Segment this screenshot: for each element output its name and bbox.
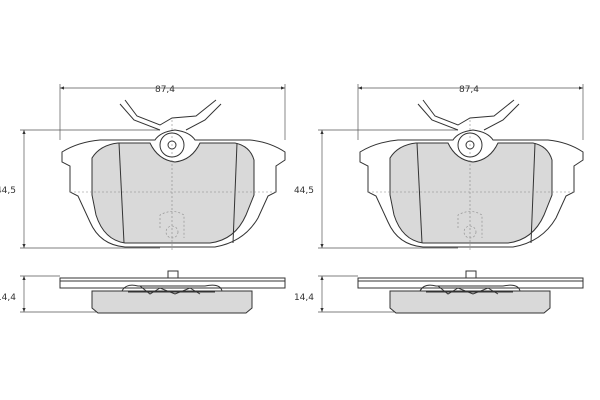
pad-view-left: 87,4 44,5 14,4 <box>0 84 285 313</box>
width-dimension-label: 87,4 <box>459 85 479 95</box>
pad-view-right: 87,4 44,5 14,4 <box>294 84 583 313</box>
thickness-dimension-label: 14,4 <box>294 293 314 303</box>
height-dimension-label: 44,5 <box>294 186 314 196</box>
width-dimension-label: 87,4 <box>155 85 175 95</box>
height-dimension-label: 44,5 <box>0 186 16 196</box>
thickness-dimension-label: 14,4 <box>0 293 16 303</box>
